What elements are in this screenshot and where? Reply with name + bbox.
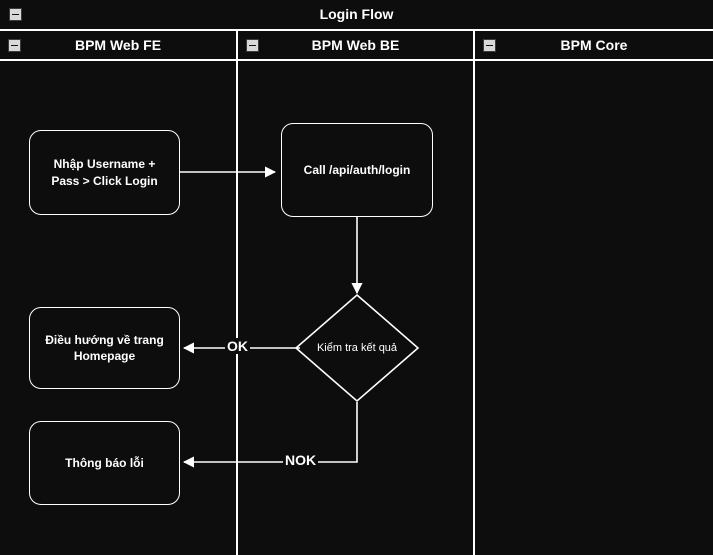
node-call-api[interactable]: Call /api/auth/login [281, 123, 433, 217]
lane-header-bpm-web-fe: BPM Web FE [0, 31, 236, 61]
lane-header-bpm-core: BPM Core [475, 31, 713, 61]
diamond-shape-icon [294, 293, 420, 403]
lane-title-bpm-web-fe: BPM Web FE [74, 37, 162, 53]
edge-label-nok: NOK [283, 452, 319, 468]
lane-header-bpm-web-be: BPM Web BE [238, 31, 473, 61]
node-error-message[interactable]: Thông báo lỗi [29, 421, 180, 505]
lane-bpm-web-be: BPM Web BE [238, 31, 475, 555]
node-error-message-label: Thông báo lỗi [65, 455, 144, 470]
lane-title-bpm-core: BPM Core [560, 37, 628, 53]
collapse-minus-icon[interactable] [246, 39, 259, 52]
node-redirect-homepage-label: Điều hướng về trang Homepage [45, 332, 164, 363]
node-input-credentials-label: Nhập Username + Pass > Click Login [51, 157, 158, 188]
diagram-title-bar: Login Flow [0, 0, 713, 31]
lane-title-bpm-web-be: BPM Web BE [311, 37, 400, 53]
node-check-result[interactable]: Kiểm tra kết quả [294, 293, 420, 403]
collapse-minus-icon[interactable] [483, 39, 496, 52]
collapse-minus-icon[interactable] [8, 39, 21, 52]
node-redirect-homepage[interactable]: Điều hướng về trang Homepage [29, 307, 180, 389]
page-title: Login Flow [319, 6, 394, 22]
collapse-minus-icon[interactable] [9, 8, 22, 21]
edge-label-ok: OK [225, 338, 250, 354]
lane-bpm-core: BPM Core [475, 31, 713, 555]
node-input-credentials[interactable]: Nhập Username + Pass > Click Login [29, 130, 180, 215]
node-check-result-label: Kiểm tra kết quả [316, 342, 398, 354]
node-call-api-label: Call /api/auth/login [303, 162, 411, 177]
lane-bpm-web-fe: BPM Web FE [0, 31, 238, 555]
